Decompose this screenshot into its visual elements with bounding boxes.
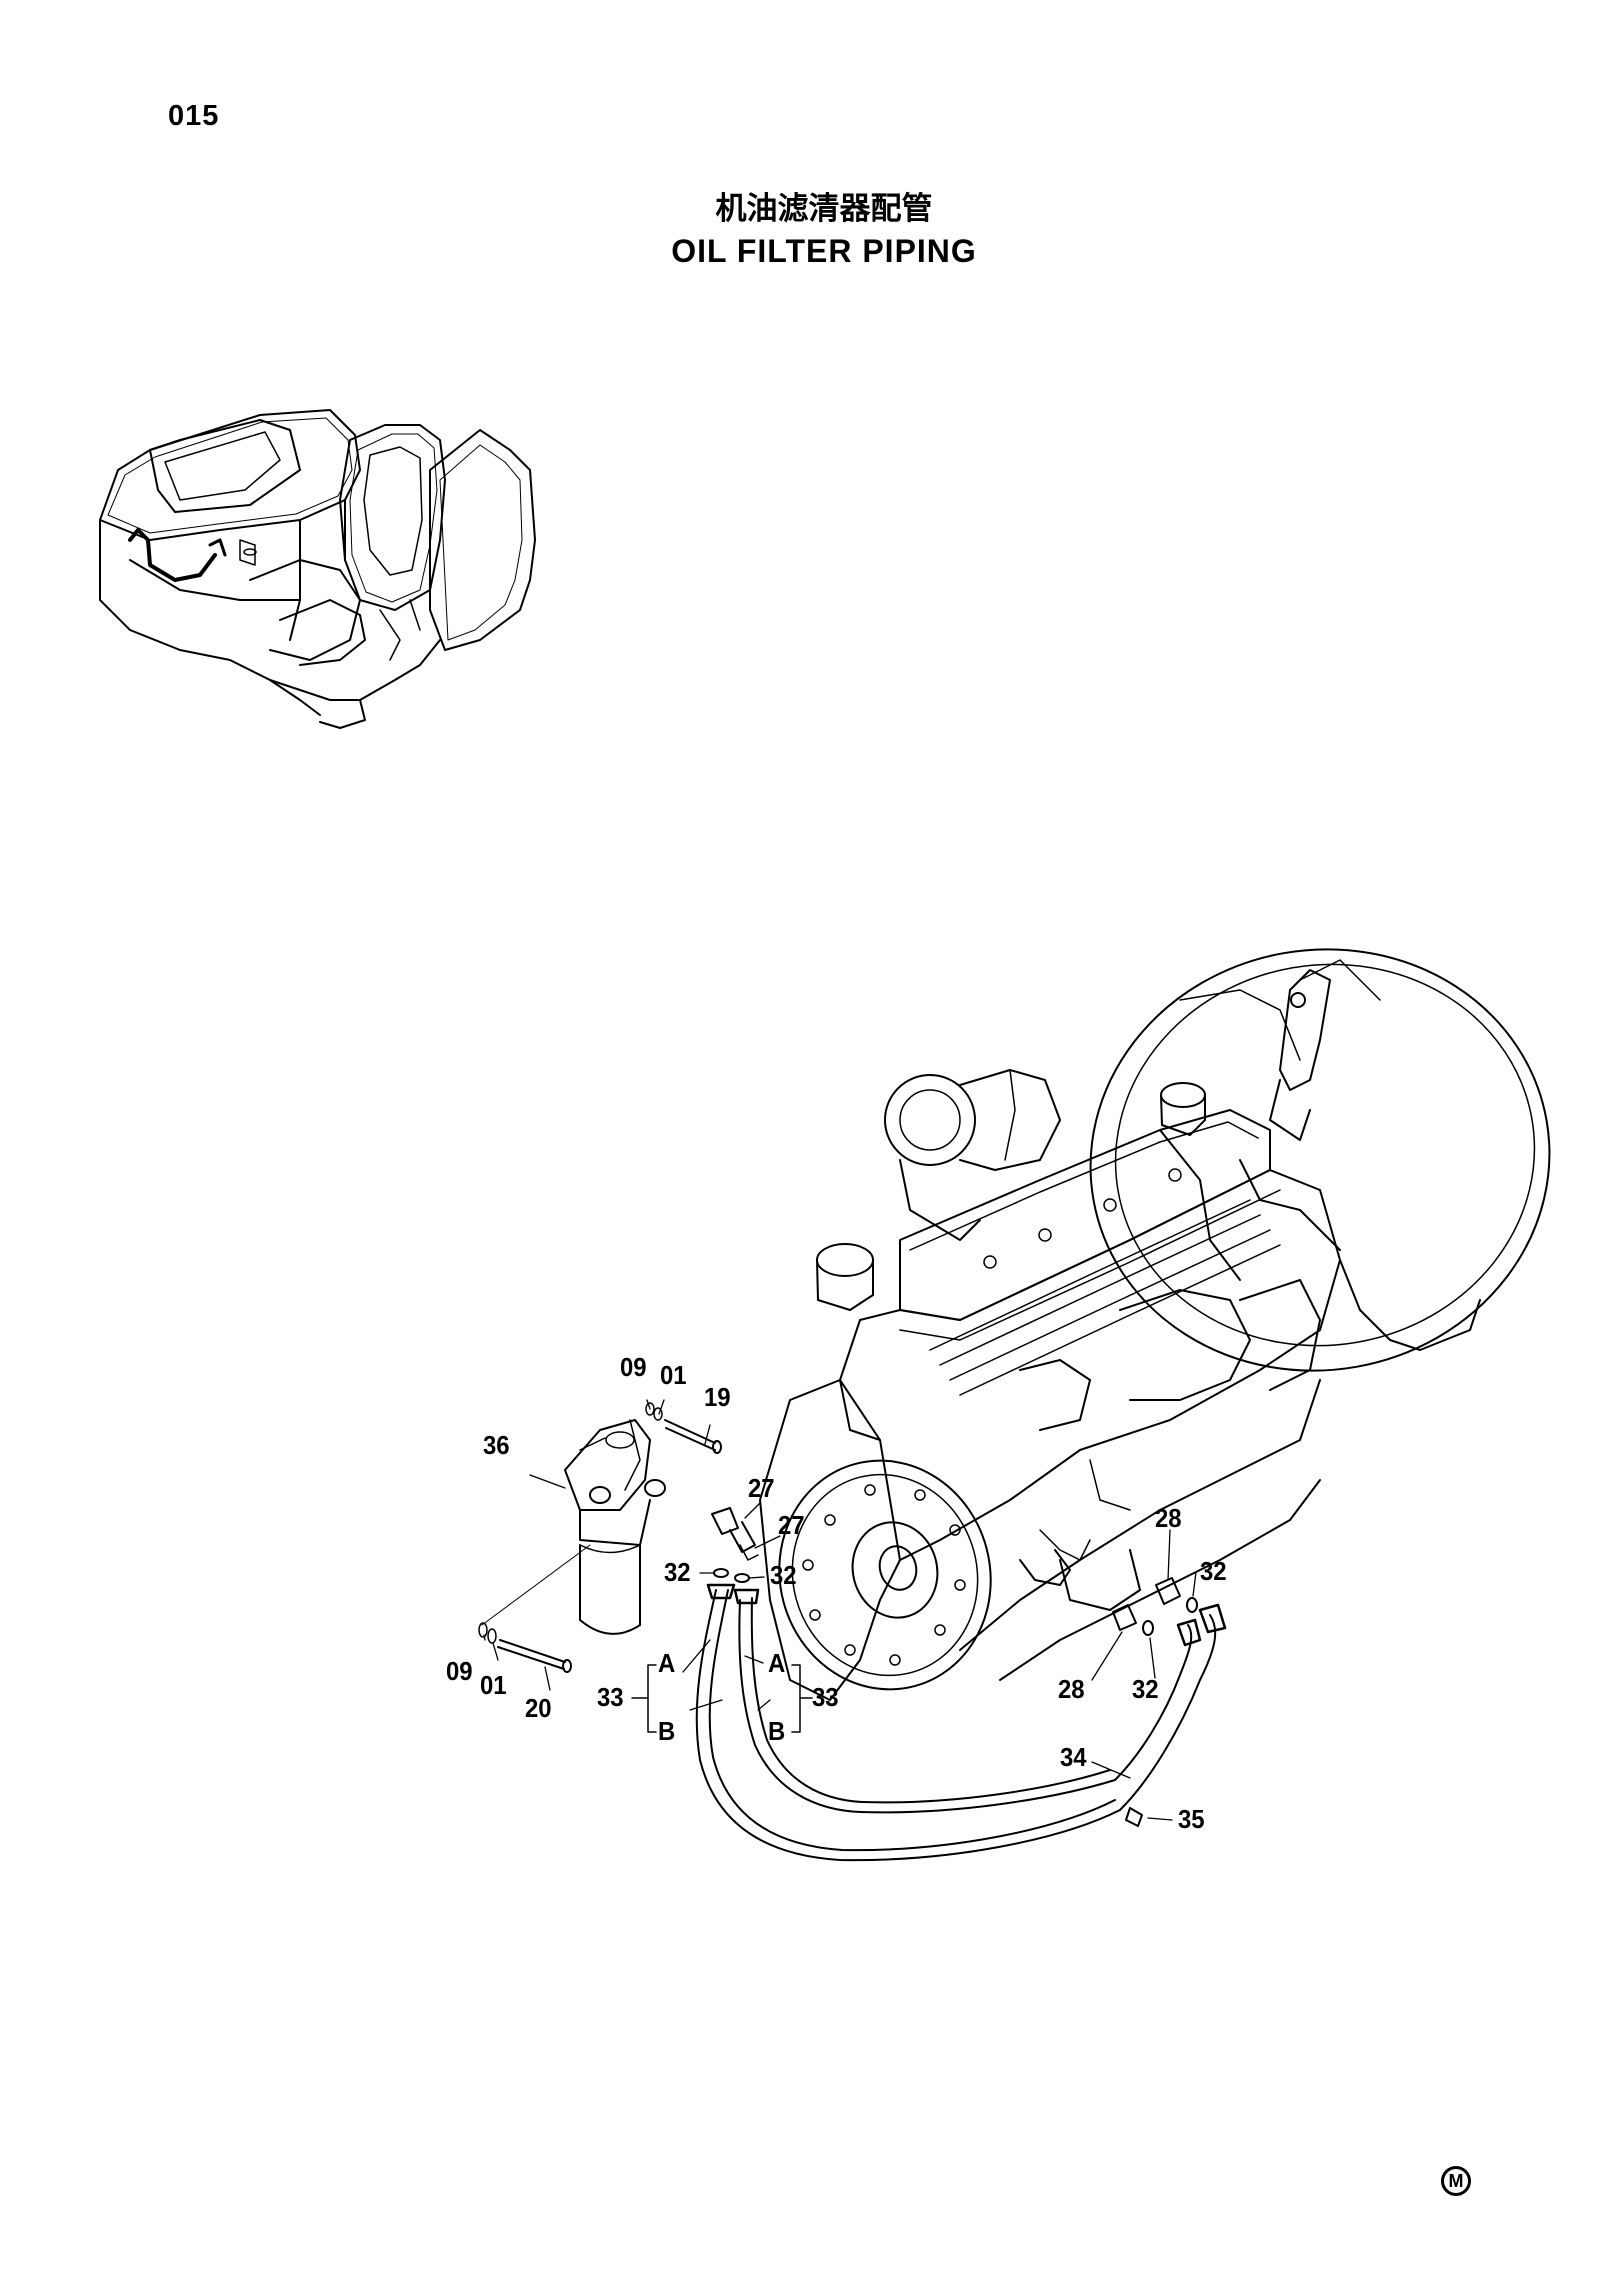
o-ring-32 — [1186, 1597, 1198, 1613]
leader-lines — [483, 1399, 1197, 1821]
diagram-title-chinese: 机油滤清器配管 — [715, 191, 933, 227]
callout-b: B — [658, 1716, 676, 1746]
callout-01: 01 — [660, 1360, 687, 1390]
clip-35 — [1125, 1807, 1143, 1827]
callout-34: 34 — [1060, 1742, 1087, 1772]
callout-32: 32 — [770, 1560, 797, 1590]
callout-35: 35 — [1178, 1804, 1205, 1834]
callout-01: 01 — [480, 1670, 507, 1700]
page-number: 015 — [168, 100, 220, 132]
callout-27: 27 — [748, 1473, 775, 1503]
callout-28: 28 — [1058, 1674, 1085, 1704]
engine-assembly — [759, 948, 1551, 1701]
callout-a: A — [768, 1648, 786, 1678]
oil-filter-head — [564, 1419, 666, 1546]
elbow-fitting-27 — [711, 1507, 759, 1561]
diagram-title-english: OIL FILTER PIPING — [671, 233, 977, 269]
excavator-location-thumbnail — [99, 409, 536, 729]
callout-27: 27 — [778, 1510, 805, 1540]
callout-36: 36 — [483, 1430, 510, 1460]
hose-assembly-33 — [695, 1583, 1121, 1862]
callout-32: 32 — [1132, 1674, 1159, 1704]
callout-09: 09 — [620, 1352, 647, 1382]
callout-32: 32 — [664, 1557, 691, 1587]
callout-b: B — [768, 1716, 786, 1746]
callout-32: 32 — [1200, 1556, 1227, 1586]
callout-20: 20 — [525, 1693, 552, 1723]
callout-a: A — [658, 1648, 676, 1678]
callout-33: 33 — [597, 1682, 624, 1712]
corner-mark: M — [1441, 2166, 1471, 2196]
oil-filter-cartridge — [579, 1544, 641, 1635]
adapter-28 — [1112, 1577, 1181, 1631]
callout-28: 28 — [1155, 1503, 1182, 1533]
o-ring-32 — [713, 1568, 729, 1578]
bolt-20 — [478, 1622, 572, 1673]
o-ring-32 — [734, 1573, 750, 1583]
hose-34 — [1114, 1603, 1227, 1811]
callout-19: 19 — [704, 1382, 731, 1412]
callout-brackets — [631, 1664, 813, 1733]
callout-09: 09 — [446, 1656, 473, 1686]
o-ring-32 — [1142, 1620, 1154, 1636]
callout-33: 33 — [812, 1682, 839, 1712]
